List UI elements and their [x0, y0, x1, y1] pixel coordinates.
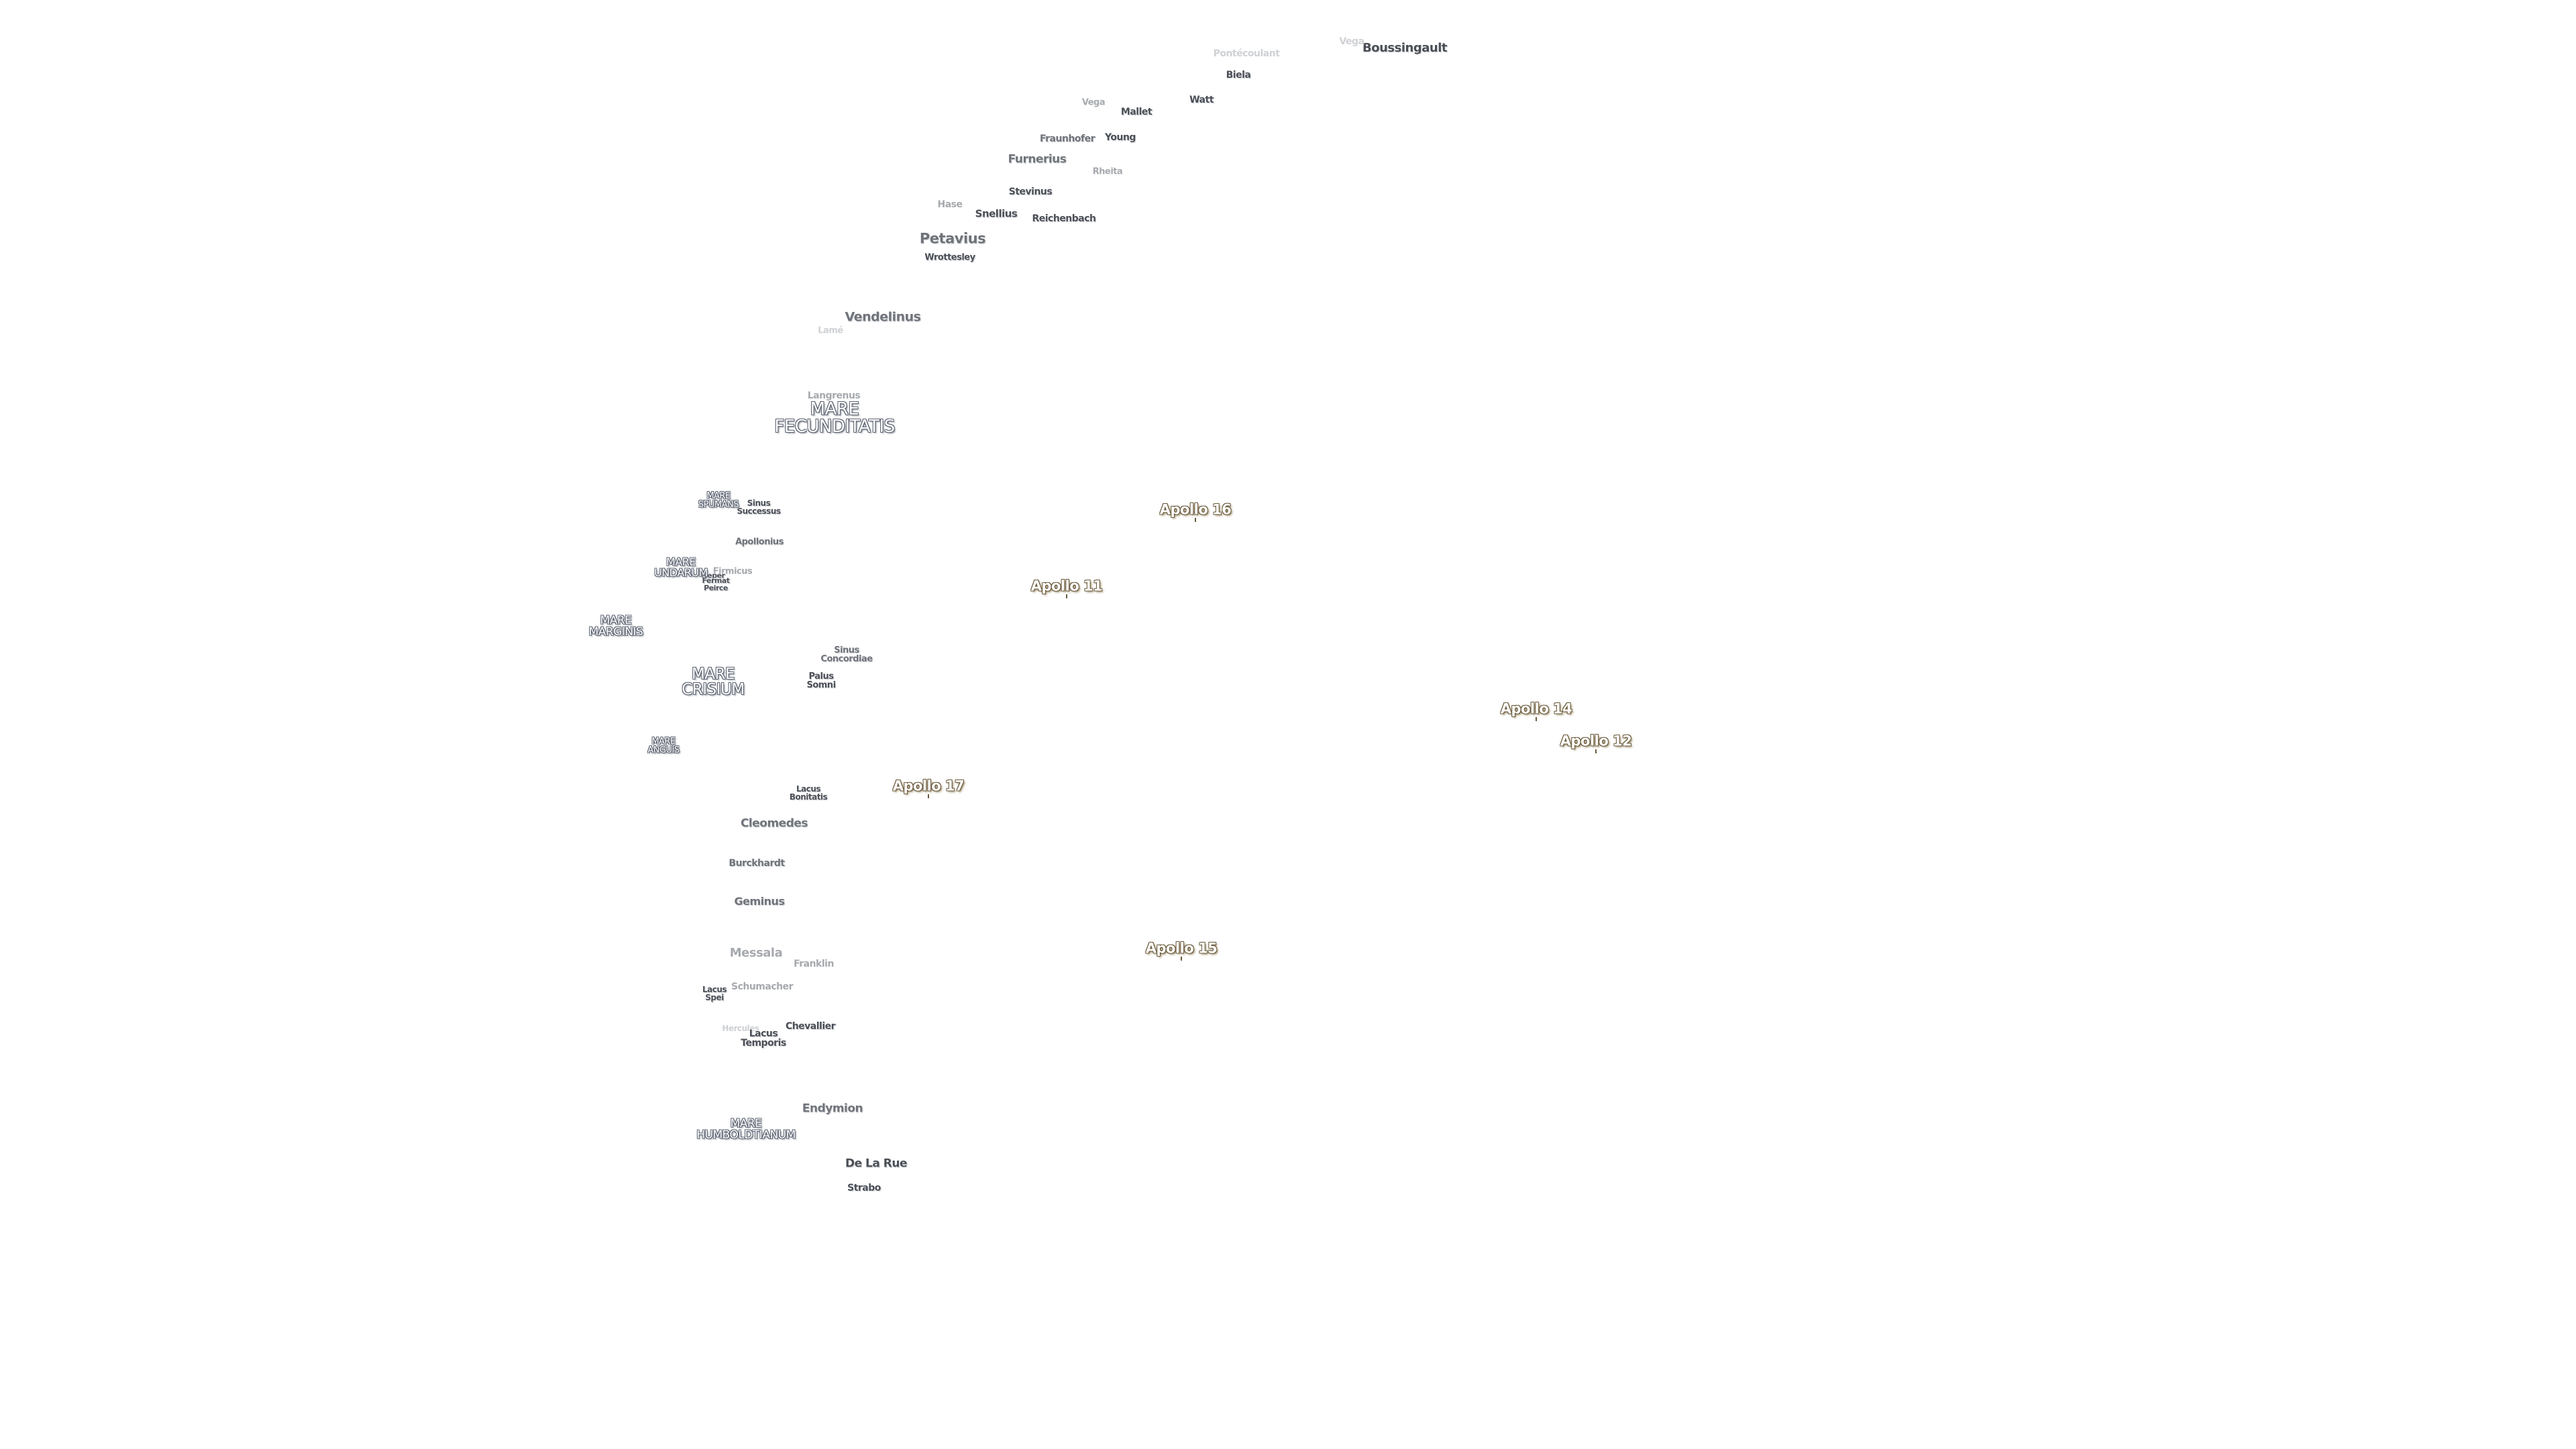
crater-label-endymion: Endymion: [802, 1102, 863, 1116]
crater-label-petavius: Petavius: [919, 230, 986, 247]
apollo-site-label-apollo-17[interactable]: Apollo 17: [892, 777, 965, 794]
crater-label-lacus-spei: Lacus Spei: [702, 985, 727, 1002]
apollo-site-marker[interactable]: [1536, 717, 1537, 721]
crater-label-schumacher: Schumacher: [731, 981, 794, 992]
crater-label-burckhardt: Burckhardt: [729, 858, 785, 869]
crater-label-furnerius: Furnerius: [1008, 152, 1067, 166]
crater-label-vega: Vega: [1339, 36, 1364, 47]
mare-label-mare-undarum: MARE UNDARUM: [654, 555, 708, 579]
crater-label-franklin: Franklin: [794, 959, 834, 969]
crater-label-lacus-temporis: Lacus Temporis: [741, 1028, 786, 1049]
apollo-site-label-apollo-14[interactable]: Apollo 14: [1500, 700, 1572, 717]
apollo-site-label-apollo-15[interactable]: Apollo 15: [1145, 940, 1218, 957]
crater-label-stevinus: Stevinus: [1008, 186, 1053, 197]
mare-label-mare-spumans: MARE SPUMANS: [698, 491, 739, 510]
mare-label-mare-fecunditatis: MARE FECUNDITATIS: [774, 399, 895, 437]
mare-label-mare-crisium: MARE CRISIUM: [682, 665, 745, 698]
crater-label-apollonius: Apollonius: [735, 537, 784, 547]
crater-label-sinus-successus: Sinus Successus: [737, 498, 781, 516]
crater-label-young: Young: [1105, 132, 1136, 143]
crater-label-chevallier: Chevallier: [785, 1021, 836, 1032]
crater-label-watt: Watt: [1189, 95, 1214, 105]
crater-label-mallet: Mallet: [1120, 107, 1152, 117]
crater-label-geminus: Geminus: [734, 895, 785, 908]
crater-label-hercules: Hercules: [722, 1024, 759, 1033]
mare-label-mare-marginis: MARE MARGINIS: [588, 614, 643, 639]
crater-label-fraunhofer: Fraunhofer: [1039, 133, 1095, 144]
apollo-site-label-apollo-12[interactable]: Apollo 12: [1560, 733, 1632, 749]
apollo-site-marker[interactable]: [1195, 518, 1196, 522]
mare-label-mare-humboldtianum: MARE HUMBOLDTIANUM: [696, 1117, 796, 1142]
crater-label-vega: Vega: [1081, 97, 1106, 108]
crater-label-pont-coulant: Pontécoulant: [1213, 48, 1280, 59]
apollo-site-label-apollo-11[interactable]: Apollo 11: [1030, 578, 1103, 594]
crater-label-rheita: Rheita: [1092, 166, 1123, 177]
crater-label-vendelinus: Vendelinus: [845, 309, 921, 325]
crater-label-fermat-peirce: Fermat Peirce: [702, 576, 730, 592]
mare-label-mare-anguis: MARE ANGUIS: [647, 737, 680, 755]
crater-label-hase: Hase: [937, 199, 963, 210]
apollo-site-label-apollo-16[interactable]: Apollo 16: [1159, 501, 1232, 518]
crater-label-biela: Biela: [1226, 70, 1251, 80]
crater-label-lacus-bonitatis: Lacus Bonitatis: [789, 784, 828, 802]
apollo-site-marker[interactable]: [928, 794, 929, 798]
apollo-site-marker[interactable]: [1595, 749, 1597, 753]
crater-label-reichenbach: Reichenbach: [1032, 213, 1096, 224]
crater-label-lam: Lamé: [818, 325, 843, 336]
crater-label-sinus-concordiae: Sinus Concordiae: [820, 645, 873, 664]
crater-label-langrenus: Langrenus: [807, 390, 861, 401]
crater-label-palus-somni: Palus Somni: [806, 672, 836, 690]
crater-label-snellius: Snellius: [975, 207, 1018, 220]
crater-label-de-la-rue: De La Rue: [845, 1157, 908, 1171]
apollo-site-marker[interactable]: [1181, 957, 1182, 961]
crater-label-wrottesley: Wrottesley: [924, 252, 975, 263]
crater-label-strabo: Strabo: [847, 1183, 881, 1193]
apollo-site-marker[interactable]: [1066, 594, 1067, 598]
crater-label-firmicus: Firmicus: [712, 566, 753, 577]
crater-label-cleomedes: Cleomedes: [740, 816, 808, 830]
crater-label-boussingault: Boussingault: [1362, 41, 1447, 55]
crater-label-neper: Neper: [701, 571, 725, 580]
crater-label-messala: Messala: [729, 946, 783, 960]
